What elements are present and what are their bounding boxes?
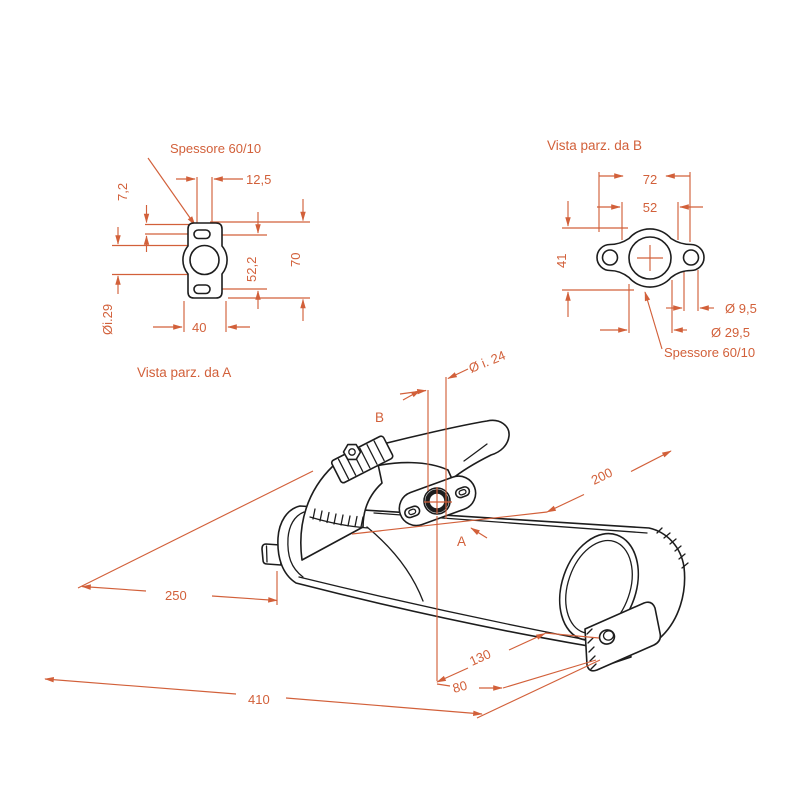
dim-80-label: 80 <box>451 678 469 696</box>
inlet-flange-left-slot <box>404 505 421 519</box>
leader-130-to-hole <box>544 632 600 639</box>
iso-view: B A Ø i. 24 200 250 410 130 80 <box>44 348 689 719</box>
muffler-end-opening <box>558 527 689 642</box>
flange-b-center-cross <box>637 245 663 271</box>
dim-9-5-label: Ø 9,5 <box>725 301 757 316</box>
flange-b-center-hole <box>628 236 672 280</box>
ext-line-250-left <box>77 470 314 589</box>
ext-line-410-right <box>476 659 601 719</box>
iso-extension-lines <box>77 377 601 719</box>
leader-80-to-tube <box>502 659 597 689</box>
dim-7-2-label: 7,2 <box>115 183 130 201</box>
thickness-leader-line-b <box>644 291 663 350</box>
dim-d24-label: Ø i. 24 <box>467 348 508 376</box>
dim-200-label: 200 <box>589 465 615 488</box>
dim-12-5-label: 12,5 <box>246 172 271 187</box>
elbow-base-ribs <box>309 508 369 529</box>
dim-52-label: 52 <box>643 200 657 215</box>
view-b-title: Vista parz. da B <box>547 138 642 153</box>
view-a-direction-arrow <box>470 527 488 539</box>
ext-line-200-left <box>351 511 548 535</box>
flange-a-center-hole <box>189 244 220 276</box>
end-cap-hatch-ticks <box>656 527 689 569</box>
leader-d24 <box>447 368 469 380</box>
mounting-bracket <box>584 601 662 672</box>
view-b-direction-arrow <box>402 389 421 401</box>
dim-410-label: 410 <box>248 692 270 707</box>
view-b-partial-view: Vista parz. da B 72 52 41 Ø 9,5 Ø 29,5 S… <box>547 138 757 360</box>
view-b-dimension-lines <box>565 173 714 350</box>
flange-b-right-bolt-hole <box>682 249 700 266</box>
dim-29-5-label: Ø 29,5 <box>711 325 750 340</box>
view-a-dimension-lines <box>115 157 306 330</box>
flange-a-outline <box>182 222 228 299</box>
view-a-partial-view: Spessore 60/10 7,2 12,5 52,2 70 Øi.29 40… <box>100 141 310 380</box>
dim-52-2-label: 52,2 <box>244 257 259 282</box>
iso-label-b: B <box>375 410 384 425</box>
dim-di29-label: Øi.29 <box>100 304 115 335</box>
iso-label-a: A <box>457 534 466 549</box>
flange-a-top-slot <box>193 229 211 240</box>
dim-40-label: 40 <box>192 320 206 335</box>
flange-b-left-bolt-hole <box>601 249 619 266</box>
flange-b-outline <box>596 228 705 288</box>
inlet-flange-right-slot <box>454 486 471 499</box>
flange-a-bottom-slot <box>193 284 211 295</box>
bracket-hole <box>598 629 616 645</box>
thickness-leader-line <box>147 157 196 226</box>
hose-clamp <box>330 435 394 484</box>
dim-72-label: 72 <box>643 172 657 187</box>
view-b-thickness-label: Spessore 60/10 <box>664 345 755 360</box>
view-a-thickness-label: Spessore 60/10 <box>170 141 261 156</box>
clamp-bolt-head <box>342 443 362 461</box>
dim-70-label: 70 <box>288 253 303 267</box>
dim-130-label: 130 <box>467 646 493 669</box>
left-outlet-stub-edge <box>265 545 268 563</box>
view-a-title: Vista parz. da A <box>137 365 231 380</box>
gooseneck-pipe <box>366 419 510 480</box>
gooseneck-bend-line <box>463 443 488 462</box>
iso-dimension-lines <box>44 368 672 716</box>
bracket-hatch-ticks <box>586 628 597 670</box>
dim-250-label: 250 <box>165 588 187 603</box>
dim-41-label: 41 <box>554 254 569 268</box>
